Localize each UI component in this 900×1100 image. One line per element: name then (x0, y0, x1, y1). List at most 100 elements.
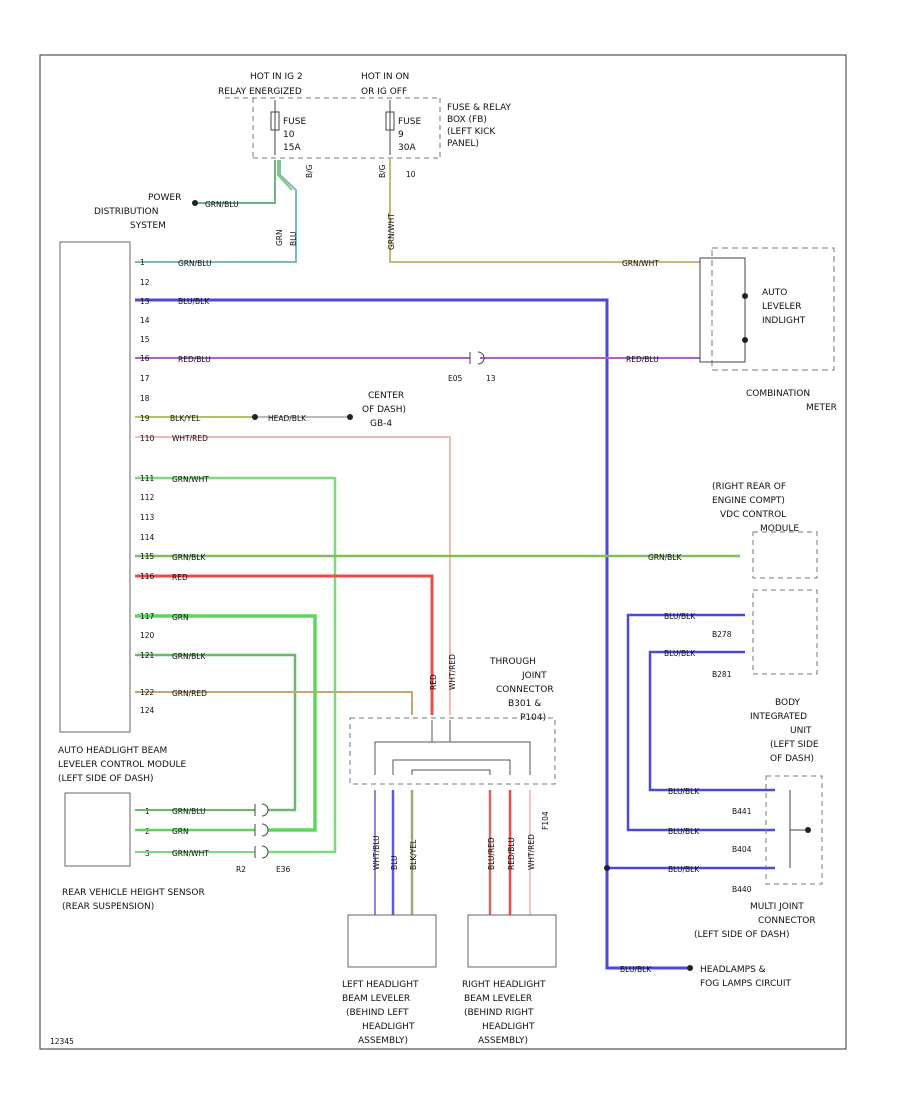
wire-label: WHT/RED (172, 434, 208, 443)
multi-joint-label-3: (LEFT SIDE OF DASH) (694, 930, 789, 940)
wire-label: GRN/WHT (172, 849, 209, 858)
joint-label-2: JOINT (521, 671, 547, 681)
joint-label-3: CONNECTOR (496, 685, 554, 695)
body-unit-label-2: INTEGRATED (750, 712, 807, 722)
hot-ig-label-1: HOT IN IG 2 (250, 72, 303, 82)
hot-ig-label-2: RELAY ENERGIZED (218, 87, 302, 97)
vdc-module-box (752, 531, 818, 579)
wire-label: GRN/WHT (622, 259, 659, 268)
right-leveler-label-4: HEADLIGHT (482, 1022, 535, 1032)
wire-label: RED/BLU (178, 355, 211, 364)
module-pin: 17 (140, 374, 150, 383)
wire-label: GRN/WHT (172, 475, 209, 484)
wire-label: BLU/BLK (668, 865, 700, 874)
wire-label: GRN/BLU (205, 200, 239, 209)
left-leveler-label-5: ASSEMBLY) (358, 1036, 408, 1046)
control-module-label-1: AUTO HEADLIGHT BEAM (58, 746, 167, 756)
module-pin: 19 (140, 414, 150, 423)
wire-label: BLK/YEL (170, 414, 201, 423)
vdc-label-3: VDC CONTROL (720, 510, 786, 520)
r2-label: R2 (236, 865, 246, 874)
wire-label: BLU/BLK (664, 649, 696, 658)
module-pin: 13 (140, 297, 150, 306)
wire-label: WHT/RED (527, 834, 536, 870)
joint-label-5: P104) (520, 713, 546, 723)
fuse-pin-2: B/G (378, 164, 387, 178)
b440-label: B440 (732, 885, 752, 894)
body-unit-label-1: BODY (775, 698, 801, 708)
fuse-9-amps: 30A (398, 143, 416, 153)
diagram-border (39, 54, 847, 1050)
joint-label-1: THROUGH (489, 657, 536, 667)
wire-label: GRN/BLU (178, 259, 212, 268)
module-pin: 1 (140, 258, 145, 267)
wire-label: BLU/BLK (668, 827, 700, 836)
right-leveler-label-2: BEAM LEVELER (464, 994, 532, 1004)
fuse-box-label-1: FUSE & RELAY (447, 103, 512, 113)
rear-sensor-label-1: REAR VEHICLE HEIGHT SENSOR (62, 888, 205, 898)
wire-label: BLU/BLK (664, 612, 696, 621)
hot-all-label-1: HOT IN ON (361, 72, 409, 82)
fuse-pin-3: 10 (406, 170, 416, 179)
combination-meter-box (711, 247, 835, 371)
power-dist-label-3: SYSTEM (130, 221, 166, 231)
auto-leveler-label-2: LEVELER (762, 302, 802, 312)
center-dash-label-2: OF DASH) (362, 405, 406, 415)
sensor-pin-3: 3 (145, 849, 150, 858)
fuse-10-amps: 15A (283, 143, 301, 153)
fuse-box-label-2: BOX (FB) (447, 115, 487, 125)
multi-joint-label-2: CONNECTOR (758, 916, 816, 926)
module-pin: 15 (140, 335, 150, 344)
body-unit-label-4: (LEFT SIDE (770, 740, 819, 750)
rear-sensor-box (64, 792, 131, 867)
multi-joint-box (765, 775, 823, 885)
joint-label-4: B301 & (508, 699, 541, 709)
module-pin: 117 (140, 612, 155, 621)
wire-label: GRN (172, 827, 189, 836)
fuse-9-label: FUSE (398, 117, 421, 127)
wire-label: GRN/RED (172, 689, 207, 698)
b281-label: B281 (712, 670, 732, 679)
sensor-pin-2: 2 (145, 827, 150, 836)
wire-label: WHT/RED (448, 654, 457, 690)
wire-label: BLK/YEL (409, 839, 418, 870)
vdc-label-4: MODULE (760, 524, 799, 534)
wire-label: GRN/BLK (172, 652, 206, 661)
center-dash-label-3: GB-4 (370, 419, 392, 429)
b278-label: B278 (712, 630, 732, 639)
wire-label: GRN/BLK (648, 553, 682, 562)
module-pin: 115 (140, 552, 155, 561)
left-leveler-box (347, 914, 437, 968)
module-pin: 124 (140, 706, 155, 715)
wires (135, 158, 808, 970)
auto-leveler-label-3: INDLIGHT (762, 316, 806, 326)
control-module-label-2: LEVELER CONTROL MODULE (58, 760, 187, 770)
headlamps-label-2: FOG LAMPS CIRCUIT (700, 979, 792, 989)
wire-label: GRN (172, 613, 189, 622)
wire-label: RED (429, 674, 438, 690)
right-leveler-box (467, 914, 557, 968)
headlamps-label-1: HEADLAMPS & (700, 965, 766, 975)
left-leveler-label-4: HEADLIGHT (362, 1022, 415, 1032)
body-unit-box (752, 589, 818, 675)
left-leveler-label-2: BEAM LEVELER (342, 994, 410, 1004)
combo-meter-label-1: COMBINATION (746, 389, 810, 399)
wire-label: RED/BLU (507, 837, 516, 870)
body-unit-label-3: UNIT (790, 726, 812, 736)
module-pin: 14 (140, 316, 150, 325)
fuse-10-label: FUSE (283, 117, 306, 127)
fuse-pin-1: B/G (305, 164, 314, 178)
power-dist-label-1: POWER (148, 193, 181, 203)
wire-label: BLU (289, 232, 298, 246)
module-pin: 122 (140, 688, 155, 697)
right-leveler-label-1: RIGHT HEADLIGHT (462, 980, 546, 990)
e05-pin: 13 (486, 374, 496, 383)
b441-label: B441 (732, 807, 752, 816)
module-pin: 121 (140, 651, 155, 660)
module-pin: 120 (140, 631, 155, 640)
wire-label: GRN (275, 229, 284, 246)
module-pin: 12 (140, 278, 150, 287)
wire-label: BLU/BLK (178, 297, 210, 306)
rear-sensor-label-2: (REAR SUSPENSION) (62, 902, 154, 912)
